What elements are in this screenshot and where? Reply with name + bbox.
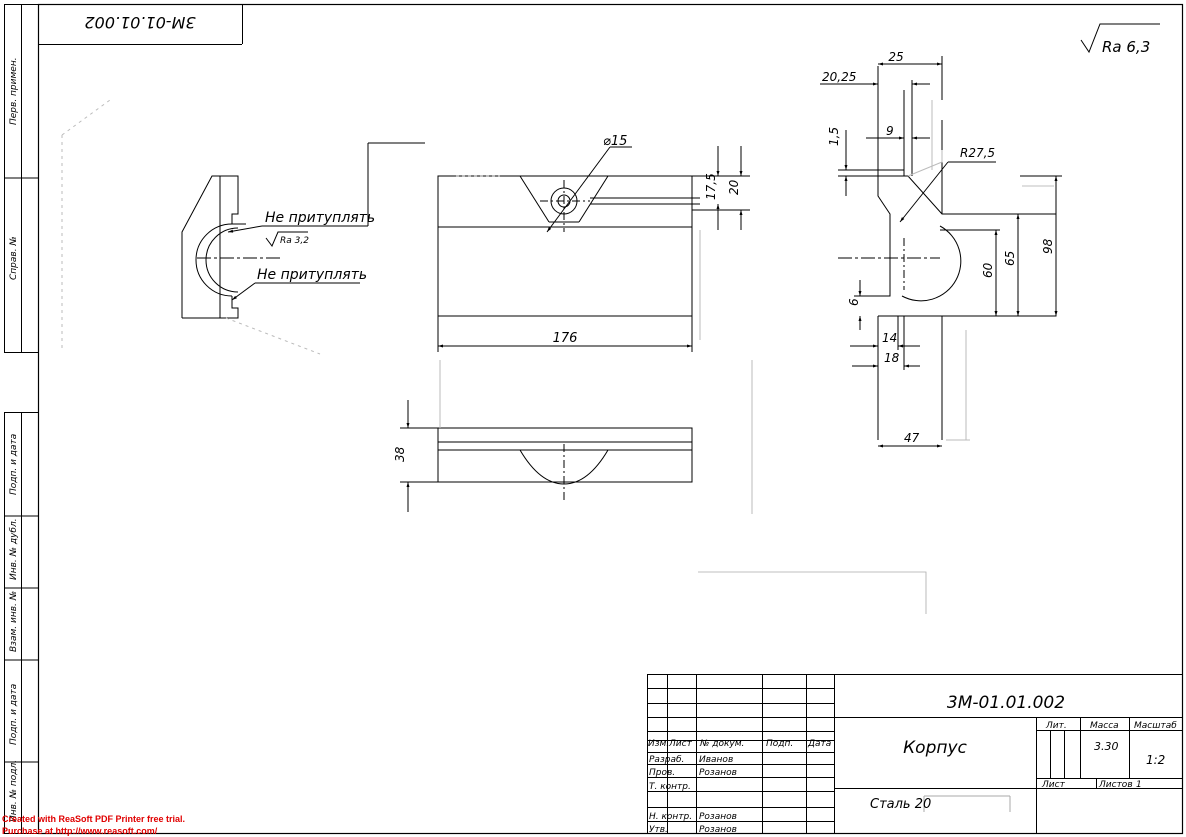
tb-row-razrab: Разраб. xyxy=(649,755,684,765)
tb-row-utv: Утв. xyxy=(649,825,668,835)
dim-1-5: 1,5 xyxy=(827,127,841,146)
construction-lines xyxy=(456,175,1054,614)
dim-14: 14 xyxy=(882,331,897,345)
left-strip xyxy=(4,4,39,834)
dim-60: 60 xyxy=(981,262,995,278)
left-view xyxy=(61,99,425,355)
dim-r27-5: R27,5 xyxy=(960,146,995,160)
tb-sheets-value: 1 xyxy=(1136,780,1142,790)
tb-mass-label: Масса xyxy=(1090,721,1119,731)
tb-col-data: Дата xyxy=(807,739,831,749)
dim-25: 25 xyxy=(888,50,903,64)
roughness-3-2: Ra 3,2 xyxy=(280,236,309,246)
top-stamp: 3М-01.01.002 xyxy=(38,4,243,45)
tb-scale-label: Масштаб xyxy=(1134,721,1177,731)
dim-65: 65 xyxy=(1003,251,1017,266)
note-ne-pritupliat-bottom: Не притуплять xyxy=(257,267,367,283)
tb-sheets-label: Листов xyxy=(1098,780,1133,790)
roughness-general: Ra 6,3 xyxy=(1080,23,1160,56)
top-stamp-text: 3М-01.01.002 xyxy=(84,13,195,32)
label-inv-dubl: Инв. № дубл. xyxy=(9,518,19,580)
title-block xyxy=(647,674,1183,834)
watermark-line-2: Purchase at http://www.reasoft.com/ xyxy=(2,826,158,836)
tb-lit-label: Лит. xyxy=(1045,721,1067,731)
svg-text:Ra 6,3: Ra 6,3 xyxy=(1102,38,1150,56)
dim-17-5: 17,5 xyxy=(704,173,718,200)
dim-20-front: 20 xyxy=(727,179,741,195)
tb-name-nkontr: Розанов xyxy=(699,812,737,822)
label-podp-data-2: Подп. и дата xyxy=(9,684,19,745)
dim-9: 9 xyxy=(886,124,894,138)
dim-98: 98 xyxy=(1041,238,1055,254)
tb-row-prov: Пров. xyxy=(649,768,675,778)
tb-sheet-label: Лист xyxy=(1041,780,1066,790)
tb-col-list: Лист xyxy=(668,739,693,749)
note-ne-pritupliat-top: Не притуплять xyxy=(265,210,375,226)
tb-col-izm: Изм. xyxy=(648,739,669,749)
front-view xyxy=(437,146,750,352)
label-perv-primen: Перв. примен. xyxy=(9,57,19,125)
dim-176: 176 xyxy=(553,331,578,346)
label-podp-data-1: Подп. и дата xyxy=(9,434,19,495)
dim-20-25: 20,25 xyxy=(822,70,856,84)
tb-name-prov: Розанов xyxy=(699,768,737,778)
tb-name-razrab: Иванов xyxy=(699,755,733,765)
label-sprav-no: Справ. № xyxy=(9,236,19,280)
dim-47: 47 xyxy=(904,431,920,445)
tb-scale-value: 1:2 xyxy=(1146,753,1165,767)
tb-name-utv: Розанов xyxy=(699,825,737,835)
label-inv-podl: Инв. № подл. xyxy=(9,760,19,822)
dim-38: 38 xyxy=(393,446,407,462)
tb-designation: 3М-01.01.002 xyxy=(947,693,1065,713)
tb-row-tkontr: Т. контр. xyxy=(649,782,691,792)
bottom-view xyxy=(400,360,753,514)
dim-18: 18 xyxy=(884,351,900,365)
side-view xyxy=(820,56,1062,448)
watermark-line-1: Created with ReaSoft PDF Printer free tr… xyxy=(2,814,186,824)
tb-part-name: Корпус xyxy=(903,738,967,758)
tb-col-doc: № докум. xyxy=(699,739,744,749)
tb-material: Сталь 20 xyxy=(870,797,931,812)
tb-mass-value: 3.30 xyxy=(1094,740,1119,753)
dim-6: 6 xyxy=(847,298,861,306)
dim-hole-15: ⌀15 xyxy=(603,134,627,149)
tb-col-podp: Подп. xyxy=(766,739,793,749)
tb-row-nkontr: Н. контр. xyxy=(649,812,692,822)
label-vzam-inv: Взам. инв. № xyxy=(9,591,19,652)
